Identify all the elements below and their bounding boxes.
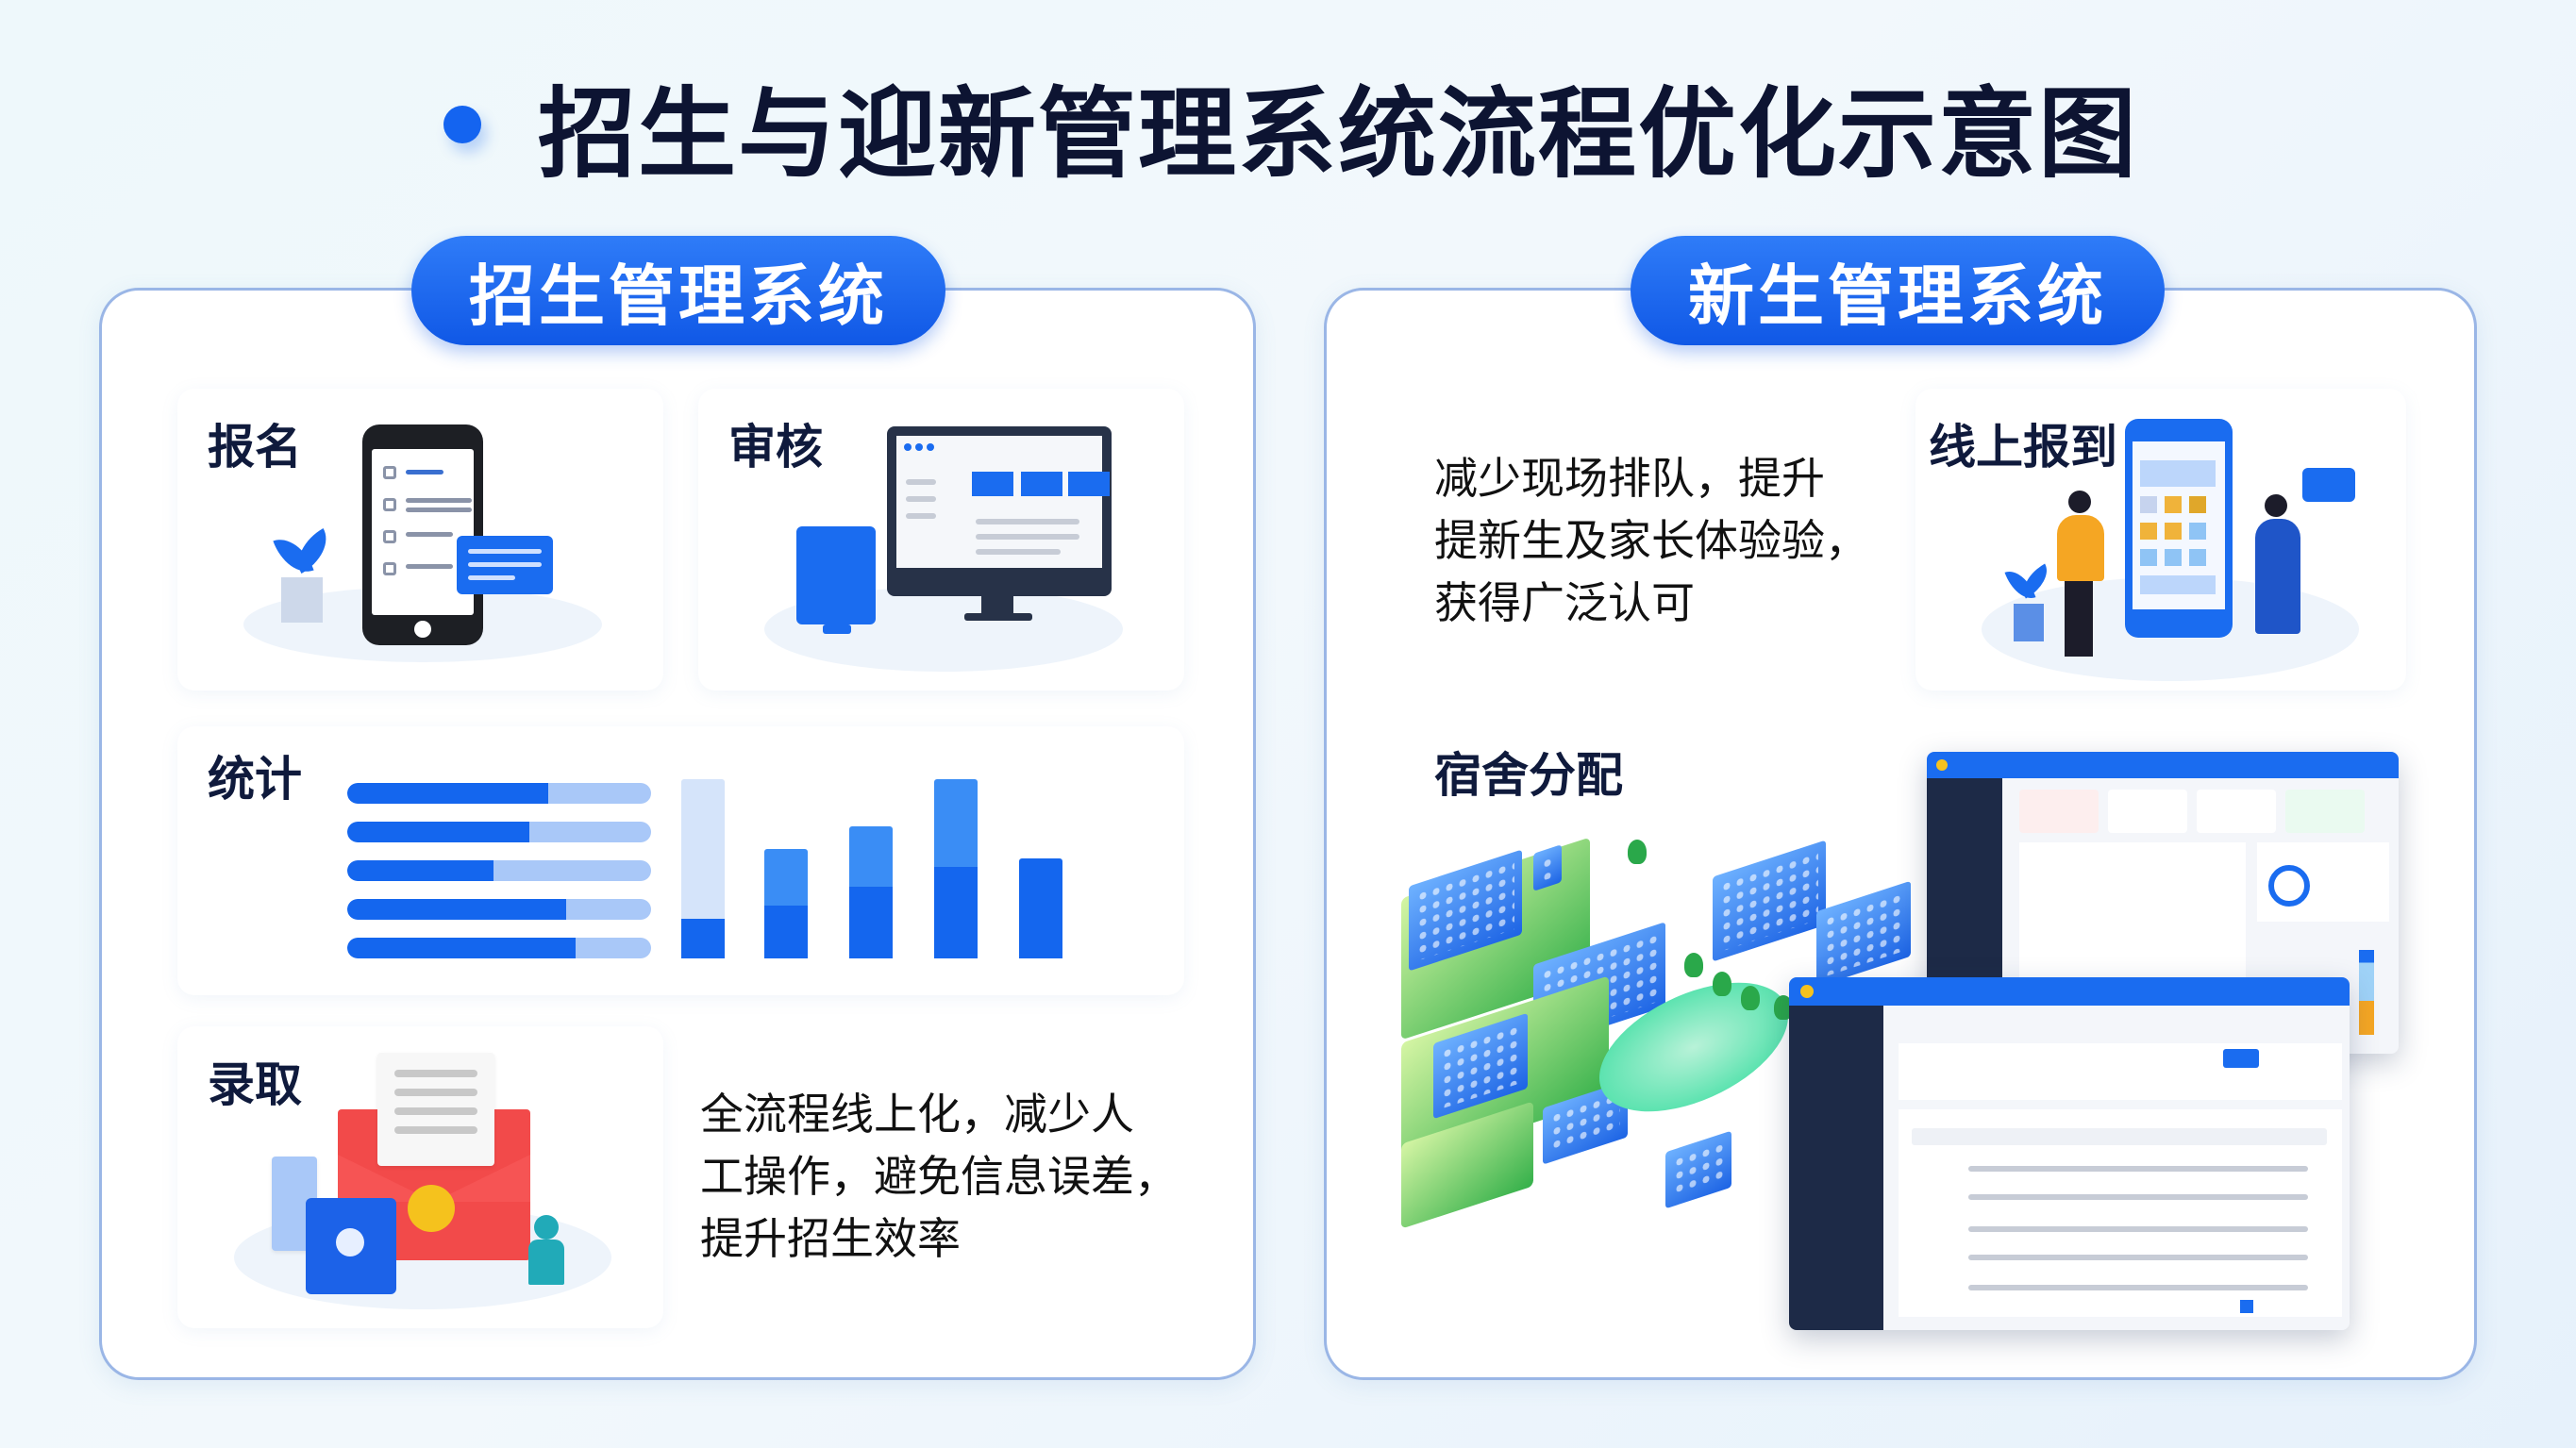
description-line: 减少现场排队，提升 (1434, 453, 1825, 504)
step-card-online-checkin: 线上报到 (1915, 389, 2406, 691)
admission-system-heading: 招生管理系统 (411, 236, 945, 345)
title-bullet-icon (443, 106, 481, 143)
page-title: 招生与迎新管理系统流程优化示意图 (538, 75, 2139, 191)
description-line: 获得广泛认可 (1434, 577, 1695, 628)
description-line: 工操作，避免信息误差， (700, 1151, 1178, 1202)
freshman-system-heading: 新生管理系统 (1631, 236, 2165, 345)
step-label: 录取 (208, 1057, 302, 1112)
step-label: 线上报到 (1929, 420, 2117, 474)
page-title-group: 招生与迎新管理系统流程优化示意图 (443, 58, 2138, 191)
step-card-admission: 录取 (177, 1026, 663, 1328)
admission-description: 全流程线上化，减少人 工操作，避免信息误差， 提升招生效率 (700, 1083, 1178, 1270)
step-label: 报名 (208, 420, 302, 474)
step-label: 统计 (208, 752, 302, 807)
freshman-description: 减少现场排队，提升 提新生及家长体验验， 获得广泛认可 (1434, 447, 1868, 634)
student-table-dashboard-screenshot (1789, 977, 2350, 1330)
step-card-statistics: 统计 (177, 726, 1184, 995)
description-line: 提新生及家长体验验， (1434, 515, 1868, 566)
description-line: 全流程线上化，减少人 (700, 1089, 1134, 1140)
step-card-review: 审核 (698, 389, 1184, 691)
step-label-dormitory: 宿舍分配 (1434, 748, 1623, 803)
step-card-registration: 报名 (177, 389, 663, 691)
description-line: 提升招生效率 (700, 1213, 961, 1264)
campus-dormitory-map-icon (1401, 830, 1967, 1229)
step-label: 审核 (728, 420, 823, 474)
